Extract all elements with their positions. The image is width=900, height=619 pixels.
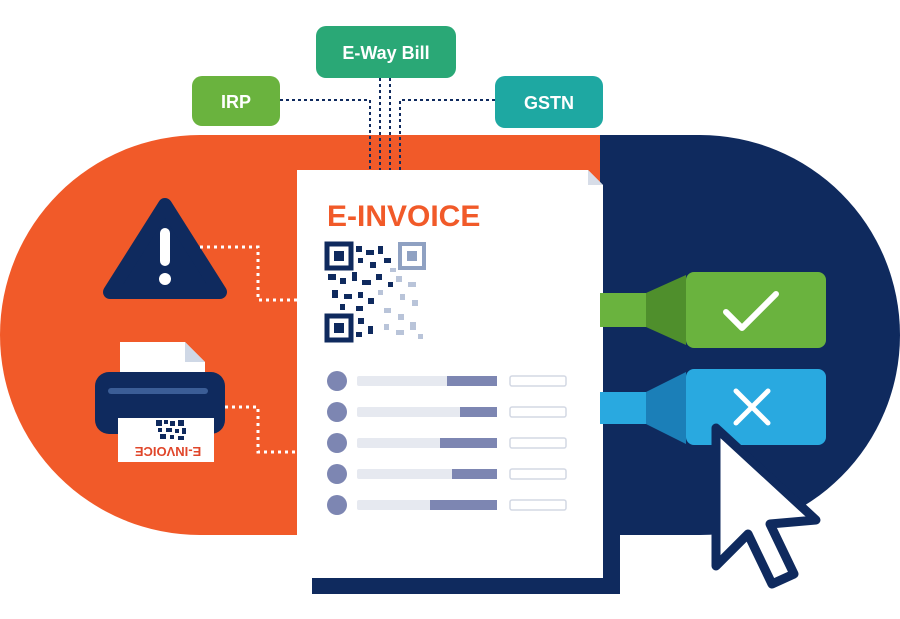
receipt-qr (156, 420, 186, 440)
irp-label: IRP (221, 92, 251, 112)
warning-connector (200, 245, 297, 302)
warning-icon (103, 198, 227, 299)
cross-icon (733, 388, 771, 426)
printer-icon: E-INVOICE (95, 342, 225, 462)
reject-marker (600, 369, 826, 445)
invoice-document: E-INVOICE (297, 170, 603, 578)
eway-bill-tag: E-Way Bill (316, 26, 456, 78)
list-item (327, 402, 567, 422)
approve-marker (600, 272, 826, 348)
qr-code-icon (324, 241, 426, 343)
list-item (327, 464, 567, 484)
eway-bill-label: E-Way Bill (342, 43, 429, 63)
printer-connector (225, 405, 297, 454)
check-icon (723, 291, 779, 331)
line-items (327, 371, 567, 515)
receipt-label: E-INVOICE (134, 444, 201, 459)
gstn-label: GSTN (524, 93, 574, 113)
document-title: E-INVOICE (327, 200, 480, 233)
list-item (327, 495, 567, 515)
list-item (327, 433, 567, 453)
list-item (327, 371, 567, 391)
top-connectors (280, 78, 495, 170)
cursor-icon (711, 423, 821, 589)
irp-tag: IRP (192, 76, 280, 126)
gstn-tag: GSTN (495, 76, 603, 128)
